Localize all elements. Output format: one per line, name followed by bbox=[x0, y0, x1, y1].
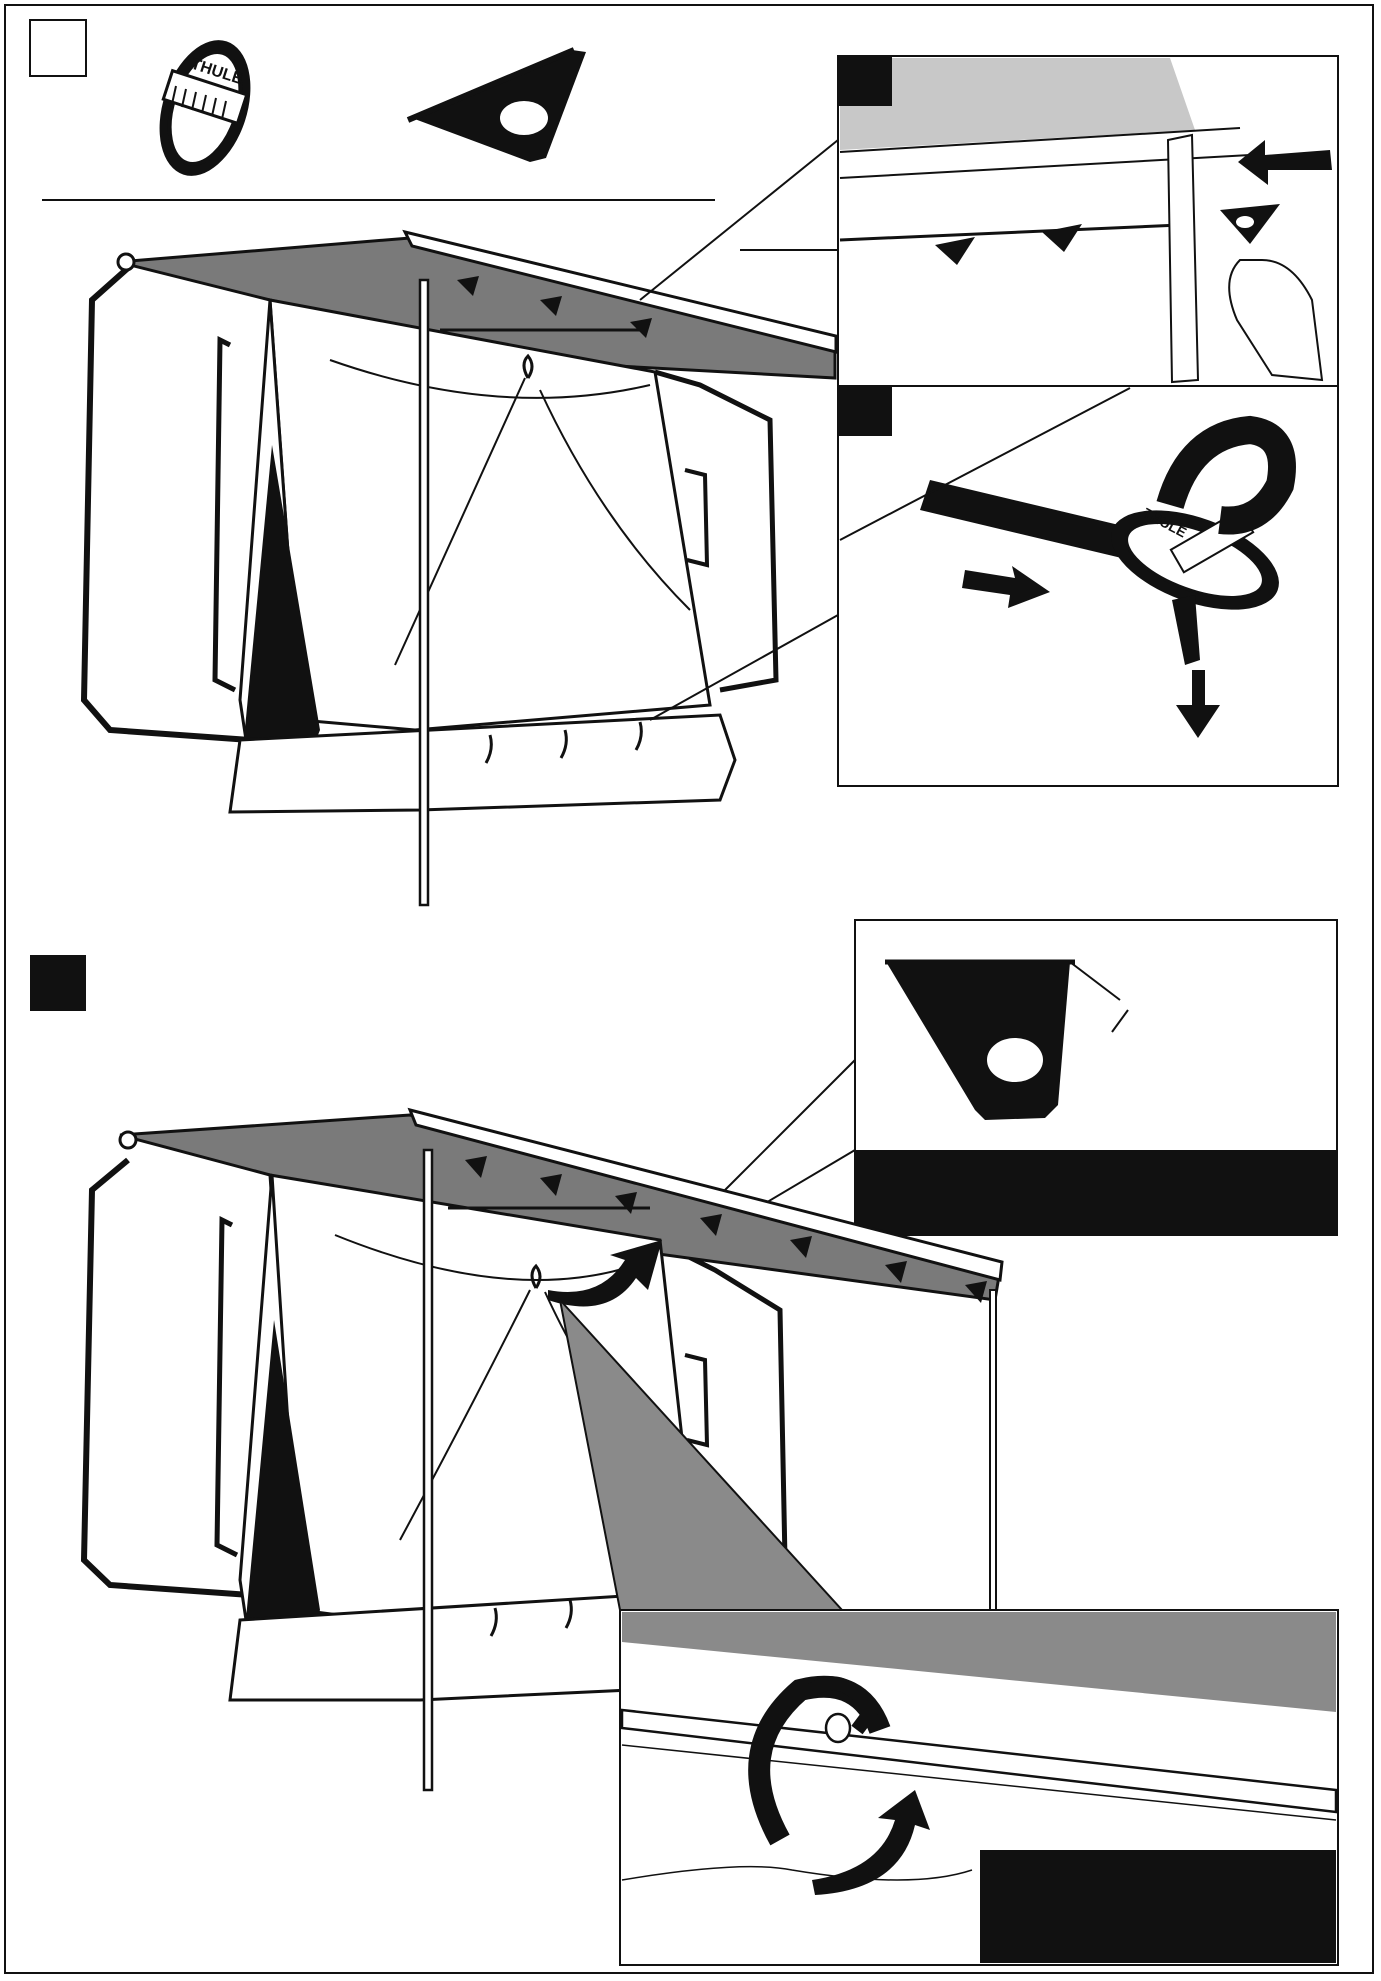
step-marker-filled bbox=[30, 955, 86, 1011]
detail-inset-rail-plates bbox=[639, 55, 1339, 387]
arrow-icon bbox=[1238, 140, 1332, 185]
arrow-icon bbox=[962, 566, 1050, 608]
detail-inset-hook-rod bbox=[619, 1609, 1339, 1966]
detail-inset-strap-buckle: THULE bbox=[649, 385, 1339, 787]
fabric-hook-plate-icon bbox=[406, 47, 586, 162]
detail-inset-hook-plate bbox=[719, 919, 1338, 1236]
caravan-awning-illustration-top bbox=[80, 229, 838, 907]
detail-marker-a bbox=[838, 56, 892, 106]
arrow-icon bbox=[1176, 670, 1220, 738]
detail-marker-b bbox=[838, 386, 892, 436]
caption-bar bbox=[855, 1150, 1337, 1235]
step-marker-outline bbox=[29, 19, 87, 77]
caravan-awning-illustration-bottom bbox=[80, 1107, 1004, 1792]
strap-buckle-icon: THULE bbox=[159, 40, 251, 176]
caption-bar bbox=[980, 1850, 1336, 1963]
arrow-icon bbox=[548, 1240, 662, 1307]
arrow-icon bbox=[812, 1790, 930, 1895]
